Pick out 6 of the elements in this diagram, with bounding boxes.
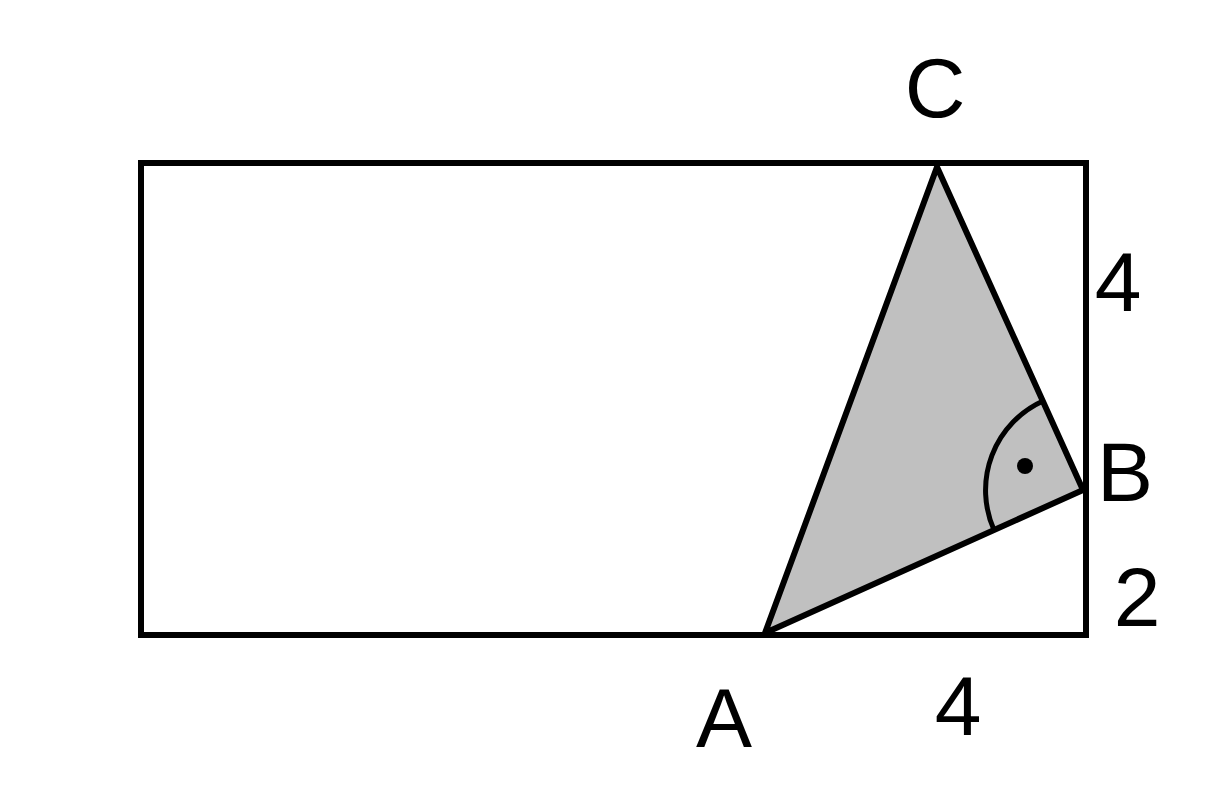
point-label: A	[696, 676, 752, 760]
side-length: 4	[934, 664, 982, 748]
side-length: 4	[1094, 240, 1142, 324]
point-label: B	[1097, 430, 1153, 514]
point-label: C	[904, 46, 966, 130]
side-length: 2	[1113, 555, 1161, 639]
